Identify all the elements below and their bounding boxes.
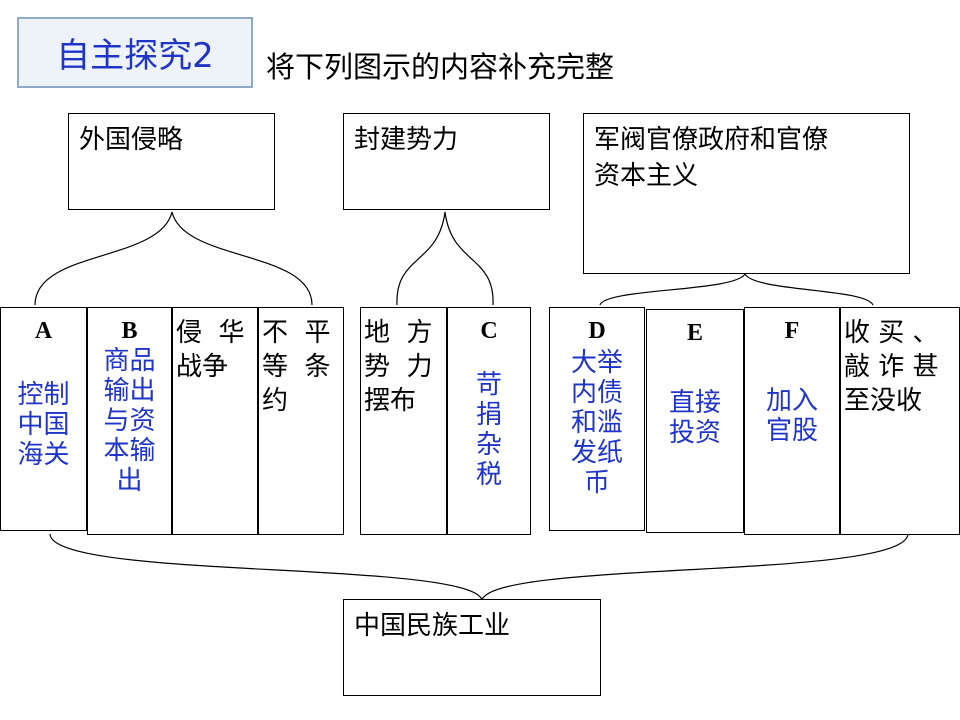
section-badge-label: 自主探究2 <box>56 36 214 76</box>
cell-c: C 苛 捐 杂 税 <box>447 307 531 535</box>
cell-b-answer: 商品 输出 与资 本输 出 <box>103 346 156 496</box>
cell-c-letter: C <box>480 318 498 344</box>
brace-warlord <box>599 272 874 306</box>
instruction-text: 将下列图示的内容补充完整 <box>266 50 615 84</box>
box-warlord-bureaucrat-label: 军阀官僚政府和官僚 资本主义 <box>594 125 829 191</box>
box-national-industry-label: 中国民族工业 <box>354 611 511 641</box>
cell-f: F 加入 官股 <box>744 307 840 535</box>
cell-e-letter: E <box>686 320 703 346</box>
cell-unequal-treaties: 不 平 等 条 约 <box>258 307 344 535</box>
box-warlord-bureaucrat: 军阀官僚政府和官僚 资本主义 <box>583 113 910 274</box>
cell-local-forces-text: 地 方 势 力 摆布 <box>364 318 433 416</box>
cell-a-answer: 控制 中国 海关 <box>17 380 70 470</box>
cell-a-letter: A <box>34 318 53 344</box>
box-feudal-forces-label: 封建势力 <box>354 125 459 155</box>
cell-c-answer: 苛 捐 杂 税 <box>475 370 502 490</box>
section-badge: 自主探究2 <box>17 17 253 88</box>
box-feudal-forces: 封建势力 <box>343 113 550 210</box>
cell-invasion-war-text: 侵 华 战争 <box>176 318 245 382</box>
cell-d-answer: 大举 内债 和滥 发纸 币 <box>570 348 623 498</box>
box-foreign-aggression-label: 外国侵略 <box>79 125 184 155</box>
cell-local-forces: 地 方 势 力 摆布 <box>360 307 447 535</box>
cell-f-answer: 加入 官股 <box>765 386 818 446</box>
cell-b-letter: B <box>121 318 138 344</box>
cell-unequal-treaties-text: 不 平 等 条 约 <box>262 318 331 416</box>
cell-b: B 商品 输出 与资 本输 出 <box>87 307 172 535</box>
brace-industry <box>49 533 909 603</box>
cell-d: D 大举 内债 和滥 发纸 币 <box>549 307 645 531</box>
cell-invasion-war: 侵 华 战争 <box>172 307 258 535</box>
box-national-industry: 中国民族工业 <box>343 599 601 696</box>
box-foreign-aggression: 外国侵略 <box>68 113 275 210</box>
brace-foreign <box>34 211 313 306</box>
cell-e-answer: 直接 投资 <box>668 388 721 448</box>
cell-f-letter: F <box>784 318 800 344</box>
brace-feudal <box>396 211 494 306</box>
cell-a: A 控制 中国 海关 <box>0 307 87 531</box>
cell-d-letter: D <box>588 318 606 344</box>
cell-e: E 直接 投资 <box>646 309 744 533</box>
cell-bribery-extortion: 收 买 、 敲 诈 甚 至没收 <box>840 307 960 535</box>
cell-bribery-extortion-text: 收 买 、 敲 诈 甚 至没收 <box>844 318 939 416</box>
